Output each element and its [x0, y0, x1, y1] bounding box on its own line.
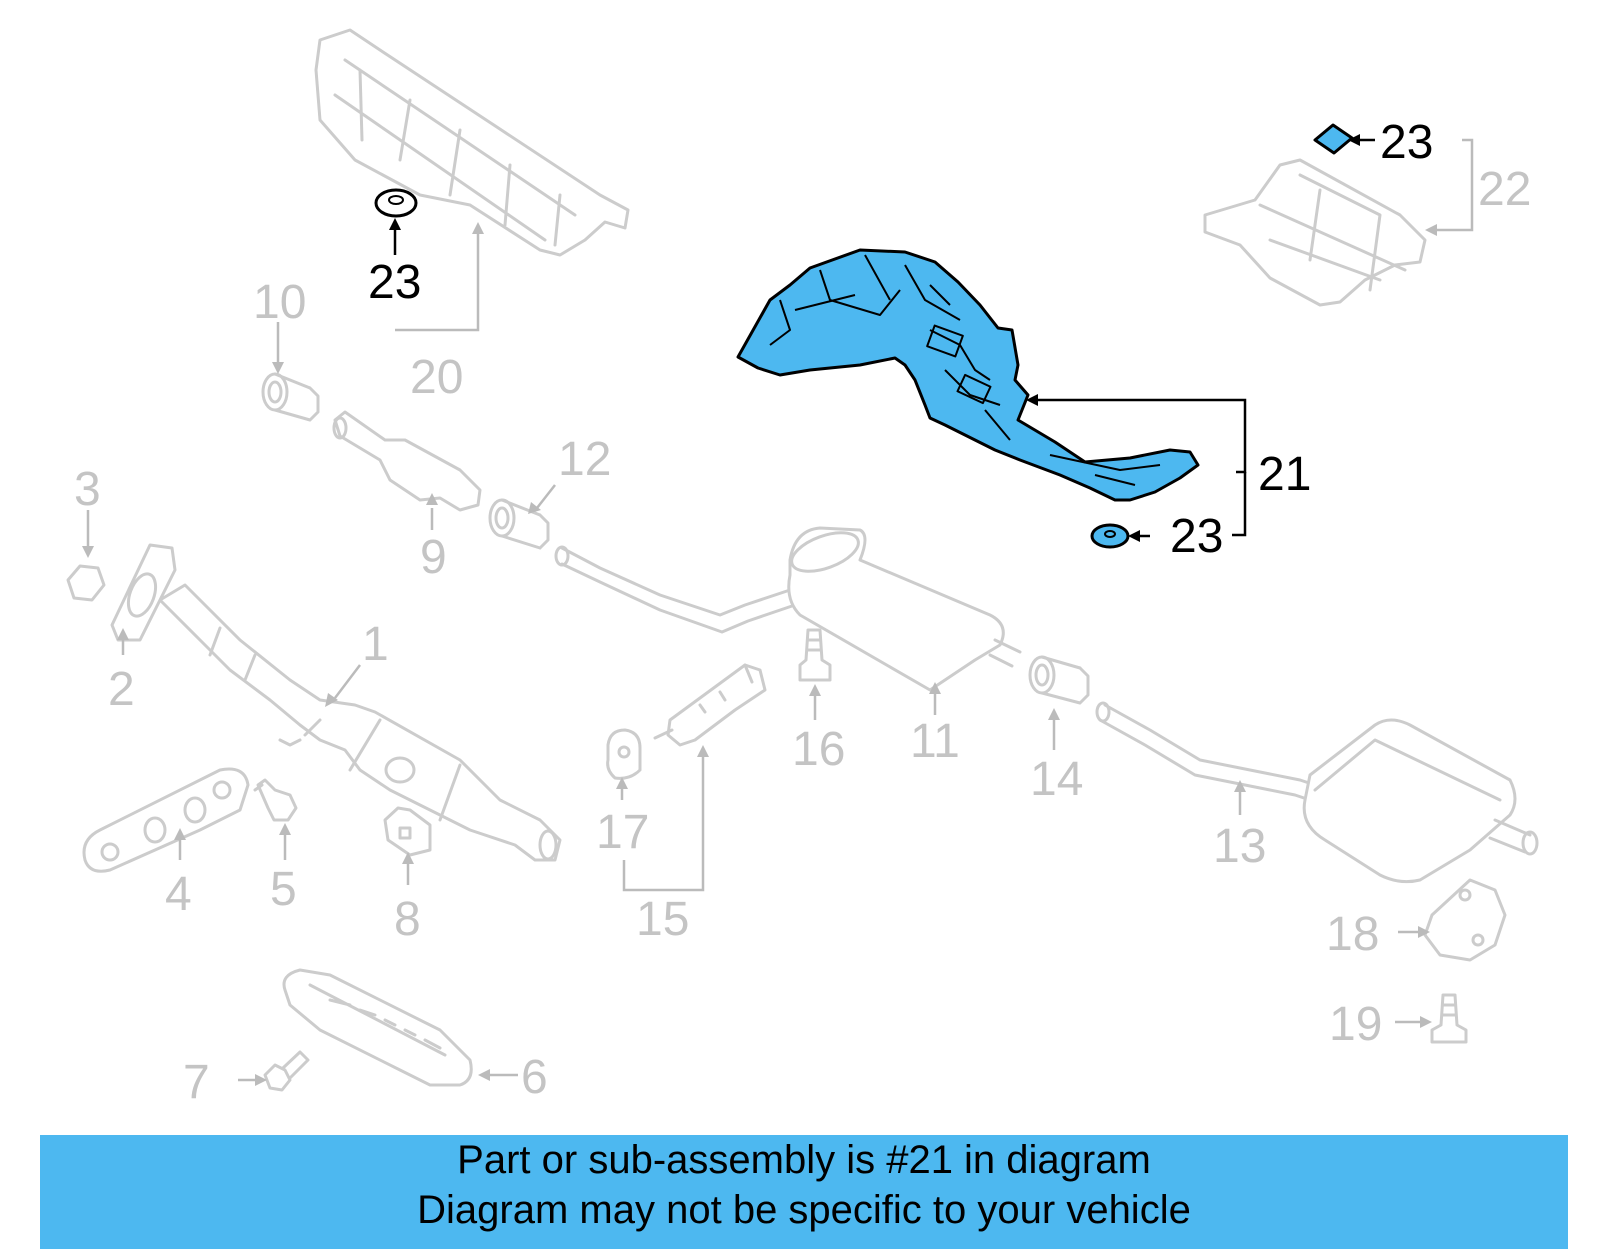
callout-11: 11	[910, 715, 960, 768]
part-2-gasket	[110, 543, 177, 642]
callout-23-left: 23	[368, 256, 421, 309]
part-11-center-muffler	[787, 526, 1022, 692]
callout-19: 19	[1329, 998, 1382, 1051]
part-15-hanger-bracket	[653, 663, 767, 747]
callout-12: 12	[558, 433, 611, 486]
rear-pipe	[1095, 701, 1332, 807]
callout-23-lower: 23	[1170, 510, 1223, 563]
callout-21: 21	[1258, 448, 1311, 501]
callout-2: 2	[108, 663, 135, 716]
callout-numbers-black: 23 23 21 23	[368, 116, 1433, 563]
callout-10: 10	[253, 276, 306, 329]
callout-numbers-grey: 10 20 12 9 3 2 1 4 5 8 16 11 14 13 17 15…	[74, 163, 1531, 1109]
callout-1: 1	[362, 618, 389, 671]
part-9-converter	[332, 410, 482, 512]
banner-line-1: Part or sub-assembly is #21 in diagram	[457, 1138, 1151, 1182]
callout-4: 4	[165, 868, 192, 921]
leader-lines-grey	[82, 138, 1474, 1086]
part-3-nut	[66, 564, 106, 602]
callout-5: 5	[270, 863, 297, 916]
part-19-bolt	[1430, 993, 1468, 1044]
callout-6: 6	[521, 1051, 548, 1104]
callout-14: 14	[1030, 753, 1083, 806]
part-23-clip-lower	[1090, 523, 1130, 549]
part-16-bolt	[798, 628, 832, 682]
intermediate-pipe	[554, 545, 794, 634]
callout-22: 22	[1478, 163, 1531, 216]
part-13-rear-muffler	[1302, 718, 1539, 884]
part-4-bracket	[82, 767, 250, 873]
part-17-rubber-hanger	[606, 728, 642, 780]
info-banner: Part or sub-assembly is #21 in diagram D…	[40, 1135, 1568, 1249]
callout-17: 17	[596, 806, 649, 859]
part-20-front-heat-shield	[314, 28, 630, 257]
banner-line-2: Diagram may not be specific to your vehi…	[417, 1188, 1191, 1232]
callout-16: 16	[792, 723, 845, 776]
part-23-clip-left	[374, 188, 418, 218]
part-21-heat-shield-highlighted	[736, 248, 1200, 502]
part-1-front-pipe	[158, 583, 562, 862]
callout-20: 20	[410, 351, 463, 404]
callout-9: 9	[420, 531, 447, 584]
part-8-clip	[383, 806, 432, 857]
callout-8: 8	[394, 893, 421, 946]
callout-7: 7	[183, 1056, 210, 1109]
callout-15: 15	[636, 893, 689, 946]
part-7-bolt	[263, 1050, 310, 1092]
part-12-clamp	[488, 498, 550, 550]
part-22-rear-heat-shield	[1203, 158, 1427, 307]
part-18-rear-bracket	[1423, 878, 1507, 962]
callout-3: 3	[74, 463, 101, 516]
part-23-clip-top-right	[1313, 123, 1354, 155]
callout-23-top-right: 23	[1380, 116, 1433, 169]
callout-18: 18	[1326, 908, 1379, 961]
callout-13: 13	[1213, 820, 1266, 873]
part-10-clamp	[261, 372, 320, 422]
part-14-clamp	[1028, 655, 1090, 705]
leader-lines-black	[389, 134, 1375, 542]
part-5-bolt	[253, 778, 298, 822]
part-6-shield	[282, 968, 473, 1087]
